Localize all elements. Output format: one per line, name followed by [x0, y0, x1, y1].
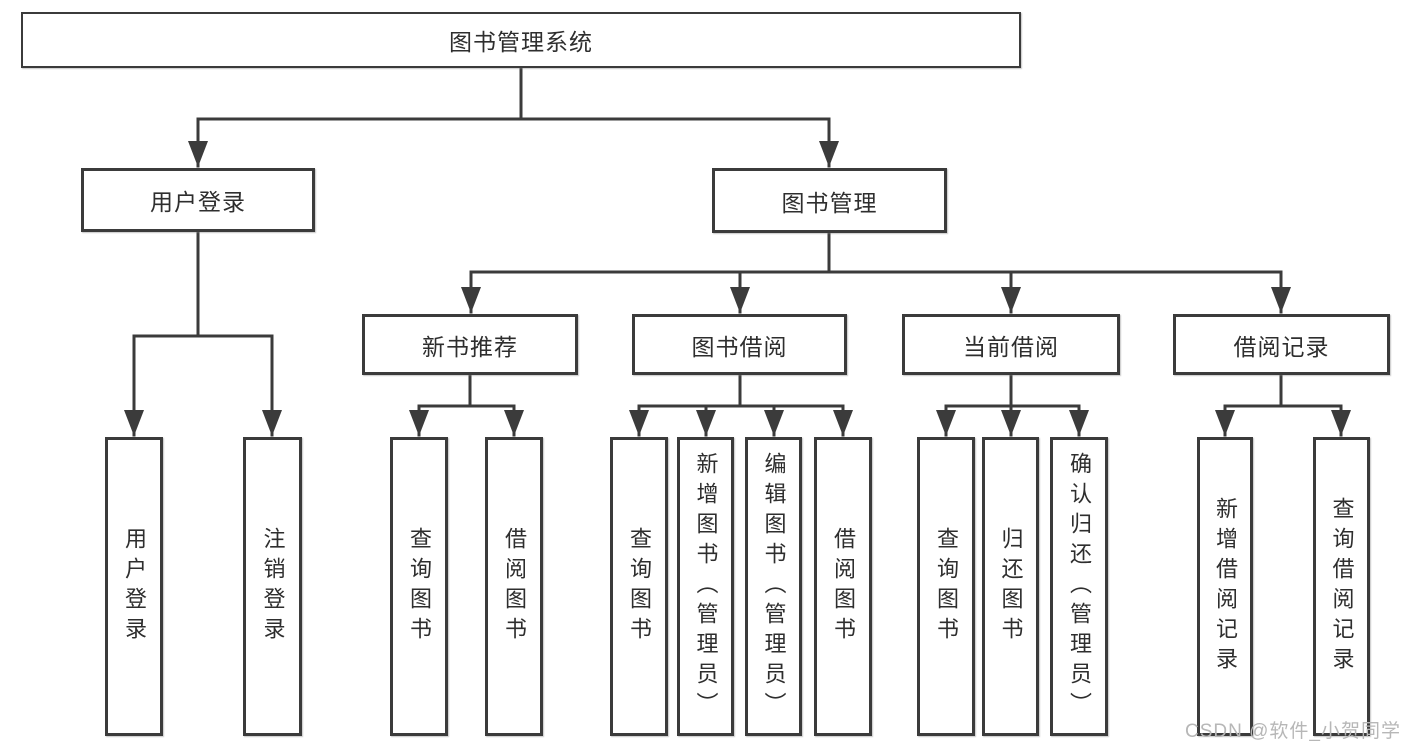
leaf-label: 新增借阅记录 — [1213, 496, 1238, 677]
node-leaf-logout: 注销登录 — [243, 437, 302, 736]
leaf-label: 查询图书 — [627, 526, 652, 647]
node-leaf-query-books-bb: 查询图书 — [610, 437, 668, 736]
node-leaf-query-books-cb: 查询图书 — [917, 437, 975, 736]
node-leaf-borrow-books-bb: 借阅图书 — [814, 437, 872, 736]
leaf-label: 新增图书（管理员） — [693, 451, 719, 722]
node-leaf-edit-books-admin: 编辑图书（管理员） — [745, 437, 802, 736]
node-leaf-query-books-rec: 查询图书 — [390, 437, 448, 736]
node-new-book-recommendation: 新书推荐 — [362, 314, 578, 375]
leaf-label: 归还图书 — [998, 526, 1024, 647]
node-leaf-add-borrow-record: 新增借阅记录 — [1197, 437, 1253, 736]
leaf-label: 查询图书 — [407, 526, 432, 647]
node-leaf-query-borrow-record: 查询借阅记录 — [1313, 437, 1370, 736]
leaf-label: 查询借阅记录 — [1329, 496, 1355, 677]
node-current-borrowing: 当前借阅 — [902, 314, 1120, 375]
node-leaf-borrow-books-rec: 借阅图书 — [485, 437, 543, 736]
node-leaf-add-books-admin: 新增图书（管理员） — [677, 437, 734, 736]
node-leaf-return-books: 归还图书 — [982, 437, 1039, 736]
leaf-label: 借阅图书 — [502, 526, 527, 647]
watermark-text: CSDN @软件_小贺同学 — [1185, 721, 1401, 742]
leaf-label: 编辑图书（管理员） — [761, 451, 787, 722]
node-book-borrowing: 图书借阅 — [632, 314, 847, 375]
node-root: 图书管理系统 — [21, 12, 1021, 68]
leaf-label: 确认归还（管理员） — [1067, 451, 1092, 722]
leaf-label: 借阅图书 — [831, 526, 856, 647]
leaf-label: 注销登录 — [260, 526, 286, 647]
node-leaf-confirm-return-admin: 确认归还（管理员） — [1050, 437, 1108, 736]
leaf-label: 用户登录 — [122, 526, 147, 647]
node-user-login: 用户登录 — [81, 168, 315, 232]
node-book-management: 图书管理 — [712, 168, 947, 233]
node-leaf-user-login: 用户登录 — [105, 437, 163, 736]
node-borrowing-records: 借阅记录 — [1173, 314, 1390, 375]
leaf-label: 查询图书 — [934, 526, 959, 647]
